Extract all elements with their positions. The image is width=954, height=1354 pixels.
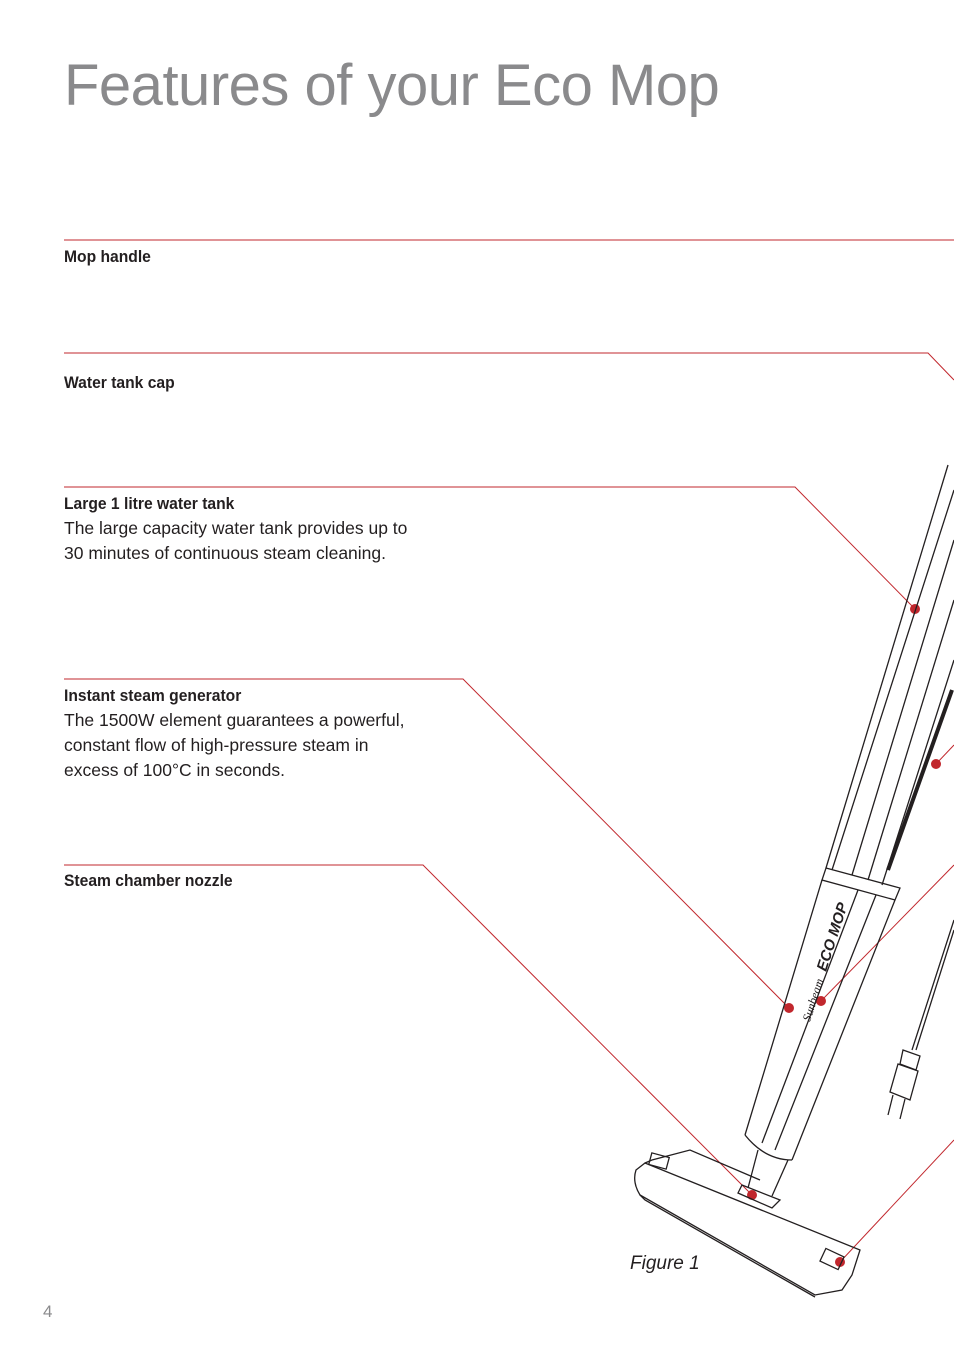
callout-dot-steam-generator [784,1003,794,1013]
feature-heading: Instant steam generator [64,686,242,705]
feature-heading: Steam chamber nozzle [64,871,233,890]
callout-dots [747,604,941,1267]
feature-mop-handle: Mop handle [64,244,464,269]
feature-heading: Large 1 litre water tank [64,494,235,513]
page-number: 4 [43,1302,53,1321]
feature-water-tank: Large 1 litre water tank The large capac… [64,491,464,566]
feature-heading: Water tank cap [64,373,175,392]
callout-line-right-3 [839,1139,954,1263]
figure-caption: Figure 1 [630,1253,700,1274]
callout-dot-water-tank [910,604,920,614]
feature-description: The 1500W element guarantees a powerful,… [64,710,405,780]
callout-line-water-tank-cap [64,352,954,381]
page-title: Features of your Eco Mop [64,53,720,118]
callout-line-steam-generator [64,678,790,1009]
feature-description: The large capacity water tank provides u… [64,518,408,563]
feature-water-tank-cap: Water tank cap [64,370,464,395]
mop-body [634,464,954,1298]
callout-dot-right-1 [931,759,941,769]
feature-steam-nozzle: Steam chamber nozzle [64,868,464,893]
callout-line-steam-nozzle [64,864,753,1196]
product-label: ECO MOP [814,900,852,974]
callout-lines [64,239,954,1263]
feature-heading: Mop handle [64,247,151,266]
callout-line-water-tank [64,486,916,610]
callout-dot-right-2 [816,996,826,1006]
feature-steam-generator: Instant steam generator The 1500W elemen… [64,683,464,783]
